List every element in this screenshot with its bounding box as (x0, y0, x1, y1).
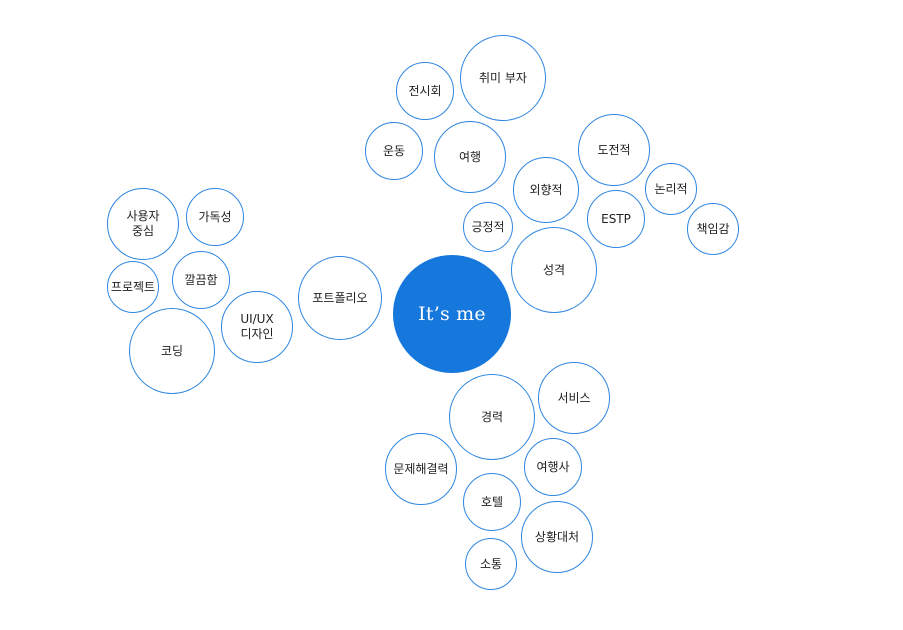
bubble-situation-handling[interactable]: 상황대처 (521, 501, 593, 573)
bubble-portfolio[interactable]: 포트폴리오 (298, 256, 382, 340)
bubble-positive[interactable]: 긍정적 (463, 202, 513, 252)
bubble-extroverted[interactable]: 외향적 (513, 157, 579, 223)
bubble-communication[interactable]: 소통 (465, 538, 517, 590)
bubble-its-me[interactable]: It’s me (393, 255, 511, 373)
bubble-career[interactable]: 경력 (449, 374, 535, 460)
bubble-travel-agency[interactable]: 여행사 (524, 438, 582, 496)
bubble-user-centered[interactable]: 사용자 중심 (107, 188, 179, 260)
bubble-hotel[interactable]: 호텔 (463, 473, 521, 531)
bubble-problem-solving[interactable]: 문제해결력 (385, 433, 457, 505)
bubble-travel[interactable]: 여행 (434, 121, 506, 193)
bubble-coding[interactable]: 코딩 (129, 308, 215, 394)
bubble-neatness[interactable]: 깔끔함 (172, 251, 230, 309)
bubble-logical[interactable]: 논리적 (645, 163, 697, 215)
bubble-readability[interactable]: 가독성 (186, 188, 244, 246)
bubble-personality[interactable]: 성격 (511, 227, 597, 313)
bubble-estp[interactable]: ESTP (587, 190, 645, 248)
bubble-ui-ux-design[interactable]: UI/UX 디자인 (221, 291, 293, 363)
bubble-service[interactable]: 서비스 (538, 362, 610, 434)
bubble-exercise[interactable]: 운동 (365, 122, 423, 180)
bubble-hobby-rich[interactable]: 취미 부자 (460, 35, 546, 121)
bubble-exhibition[interactable]: 전시회 (396, 62, 454, 120)
bubble-challenging[interactable]: 도전적 (578, 114, 650, 186)
bubble-project[interactable]: 프로젝트 (107, 261, 159, 313)
bubble-responsibility[interactable]: 책임감 (687, 203, 739, 255)
